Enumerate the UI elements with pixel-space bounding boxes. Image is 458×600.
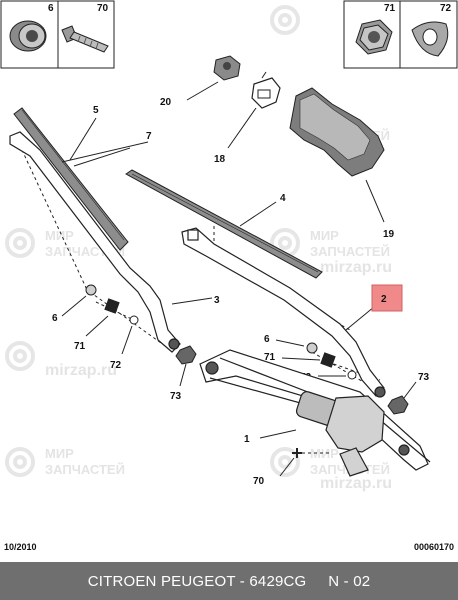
clip-71-right (320, 352, 336, 368)
wiper-motor-linkage-1 (199, 349, 431, 477)
clip-71-left (104, 298, 120, 314)
watermark-text: МИР (45, 446, 74, 461)
watermark-text: ЗАПЧАСТЕЙ (310, 244, 390, 259)
watermark-text: ЗАПЧАСТЕЙ (45, 462, 125, 477)
bushing-icon (9, 20, 47, 52)
nut-20 (213, 55, 241, 81)
part-number-1: 1 (244, 434, 250, 445)
footer-date: 10/2010 (4, 542, 37, 552)
bushing-6-left (85, 284, 97, 296)
part-number-6: 6 (264, 334, 270, 345)
watermark-site: mirzap.ru (320, 475, 392, 492)
bushing-6-right (306, 342, 318, 354)
part-number-4: 4 (280, 193, 286, 204)
highlight-part-2: 2 (371, 284, 403, 312)
part-number-18: 18 (214, 154, 226, 165)
bracket-18 (251, 71, 281, 109)
part-number-71: 71 (74, 341, 86, 352)
bolt-icon (61, 25, 109, 53)
watermark-site: mirzap.ru (320, 259, 392, 276)
nut-73-left (175, 345, 197, 365)
nut-icon (355, 19, 393, 55)
part-number-73: 73 (418, 372, 430, 383)
screw-70 (292, 448, 302, 458)
part-number-6: 6 (52, 313, 58, 324)
part-number-6: 6 (48, 3, 54, 14)
part-number-71: 71 (264, 352, 276, 363)
washer-icon (411, 21, 449, 57)
parts-diagram: МИР ЗАПЧАСТЕЙ МИР ЗАПЧАСТЕЙ МИР ЗАПЧАСТЕ… (0, 0, 458, 492)
caption-bar: CITROEN PEUGEOT - 6429CG N - 02 (0, 562, 458, 600)
watermark-pin-icon (5, 5, 300, 477)
footer-code: 00060170 (413, 542, 454, 552)
part-number-7: 7 (146, 131, 152, 142)
part-number-2: 2 (381, 294, 387, 305)
watermark-site: mirzap.ru (45, 362, 117, 379)
inset-box-right: 71 72 (343, 0, 458, 69)
caption-text: CITROEN PEUGEOT - 6429CG N - 02 (87, 572, 371, 590)
wiper-arm-3 (9, 131, 181, 353)
watermark-text: МИР (310, 446, 339, 461)
washer-72-left (129, 315, 139, 325)
watermark-text: МИР (310, 228, 339, 243)
part-number-5: 5 (93, 105, 99, 116)
wiper-blade-4 (125, 169, 323, 279)
wiper-blade-5 (13, 107, 129, 251)
nut-73-right (387, 395, 409, 415)
part-number-72: 72 (110, 360, 122, 371)
part-number-19: 19 (383, 229, 395, 240)
washer-72-right (347, 370, 357, 380)
part-number-20: 20 (160, 97, 172, 108)
part-number-70: 70 (97, 3, 109, 14)
cover-19 (289, 87, 385, 177)
part-number-72: 72 (440, 3, 452, 14)
part-number-73: 73 (170, 391, 182, 402)
part-number-70: 70 (253, 476, 265, 487)
part-number-71: 71 (384, 3, 396, 14)
inset-box-left: 6 70 (0, 0, 115, 69)
watermark-text: МИР (45, 228, 74, 243)
wiper-arm-2 (181, 227, 386, 398)
part-number-3: 3 (214, 295, 220, 306)
